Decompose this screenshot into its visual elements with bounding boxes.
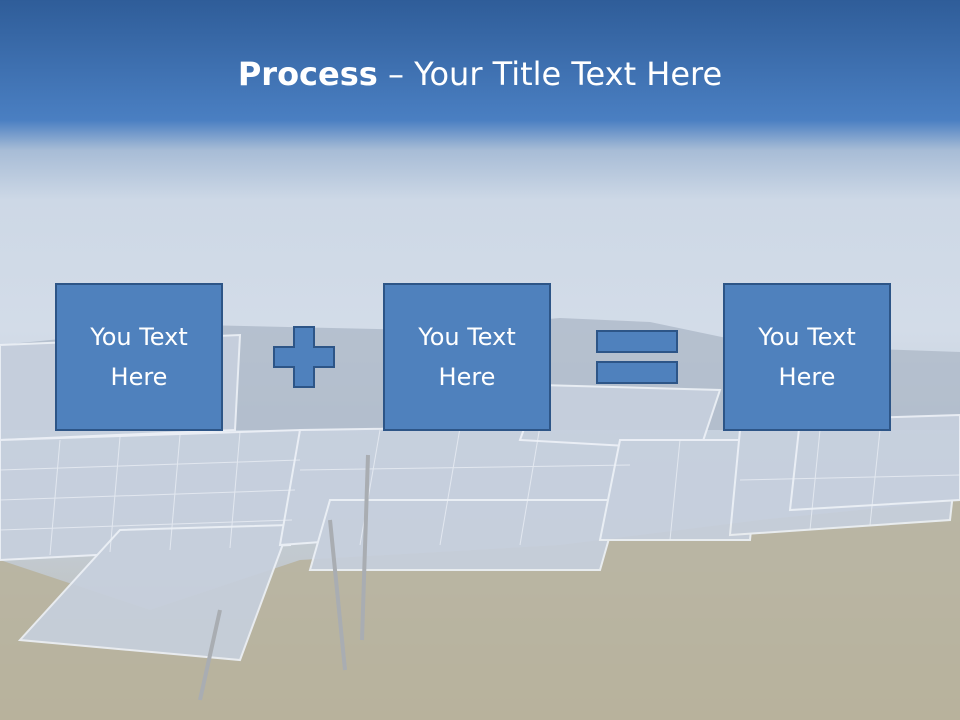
process-box-3-text: You Text Here — [758, 323, 856, 391]
plus-icon — [273, 326, 335, 388]
equals-icon — [596, 330, 678, 384]
title-bold: Process — [237, 55, 378, 93]
title-rest: – Your Title Text Here — [377, 55, 723, 93]
process-box-2-text: You Text Here — [418, 323, 516, 391]
process-box-1[interactable]: You Text Here — [55, 283, 223, 431]
process-box-1-text: You Text Here — [90, 323, 188, 391]
process-box-2[interactable]: You Text Here — [383, 283, 551, 431]
slide-title: Process – Your Title Text Here — [0, 52, 960, 96]
process-box-3[interactable]: You Text Here — [723, 283, 891, 431]
